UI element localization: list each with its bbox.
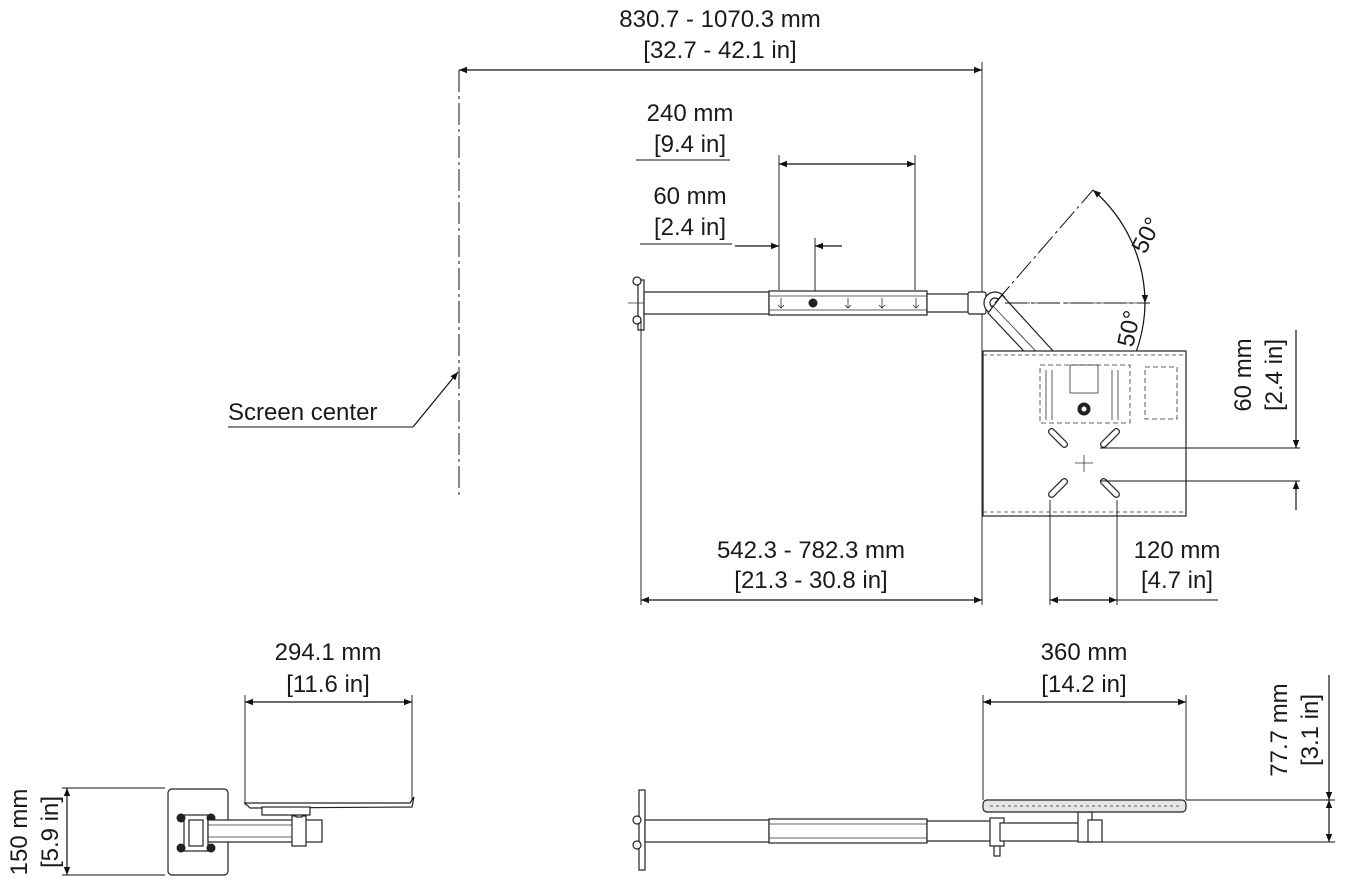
top-view: 830.7 - 1070.3 mm [32.7 - 42.1 in] 240 m…: [228, 6, 1300, 605]
angle-upper-label: 50°: [1126, 213, 1167, 258]
step-mm: 60 mm: [653, 183, 726, 210]
side-depth-mm: 294.1 mm: [275, 639, 382, 666]
front-view: 360 mm [14.2 in] 77.7 mm [3.1 in]: [632, 639, 1335, 871]
tray-width-in: [14.2 in]: [1041, 671, 1126, 698]
tray-top: [982, 350, 1187, 517]
side-height-mm: 150 mm: [6, 789, 33, 876]
extension-in: [9.4 in]: [654, 131, 726, 158]
screen-center-label: Screen center: [228, 399, 377, 426]
side-view: 294.1 mm [11.6 in] 150 mm [5.9 in]: [6, 639, 415, 876]
vesa-mm: 120 mm: [1134, 537, 1221, 564]
side-height-in: [5.9 in]: [37, 796, 64, 868]
arm-reach-in: [21.3 - 30.8 in]: [734, 567, 887, 594]
extension-dimension: 240 mm [9.4 in]: [636, 100, 916, 290]
extension-mm: 240 mm: [647, 100, 734, 127]
vertical-adjust-dimension: 60 mm [2.4 in]: [1100, 330, 1300, 510]
vesa-slots: [1048, 428, 1120, 498]
angle-lower-label: 50°: [1112, 308, 1146, 349]
tray-height-in: [3.1 in]: [1297, 694, 1324, 766]
tray-width-mm: 360 mm: [1041, 639, 1128, 666]
step-dimension: 60 mm [2.4 in]: [640, 183, 842, 300]
vesa-dimension: 120 mm [4.7 in]: [1049, 500, 1221, 605]
arm-reach-dimension: 542.3 - 782.3 mm [21.3 - 30.8 in]: [640, 320, 982, 605]
vesa-in: [4.7 in]: [1141, 567, 1213, 594]
arm-reach-mm: 542.3 - 782.3 mm: [717, 537, 905, 564]
vertical-adjust-in: [2.4 in]: [1261, 339, 1288, 411]
side-depth-in: [11.6 in]: [286, 671, 370, 698]
vertical-adjust-mm: 60 mm: [1230, 338, 1257, 411]
overall-reach-in: [32.7 - 42.1 in]: [643, 37, 796, 64]
screen-center-callout: Screen center: [228, 371, 459, 428]
tray-height-mm: 77.7 mm: [1266, 683, 1293, 776]
overall-reach-mm: 830.7 - 1070.3 mm: [619, 6, 820, 33]
overall-reach-dimension: 830.7 - 1070.3 mm [32.7 - 42.1 in]: [459, 6, 983, 605]
step-in: [2.4 in]: [654, 214, 726, 241]
